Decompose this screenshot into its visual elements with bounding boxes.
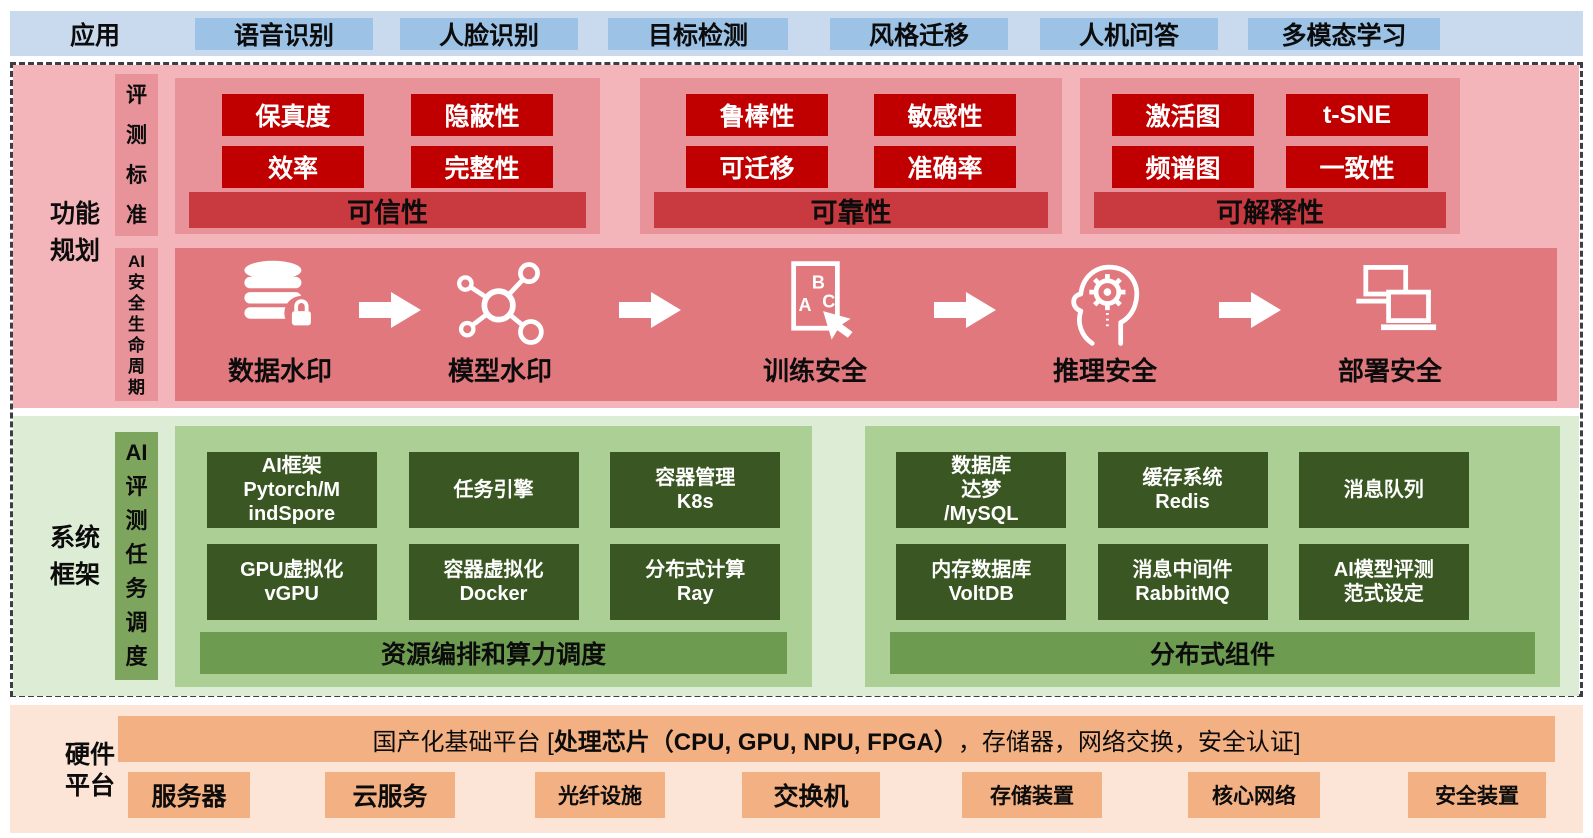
hw-item-server: 服务器: [128, 772, 250, 818]
evaluation-criteria-strip: 评 测 标 准: [115, 74, 158, 236]
lifecycle-step-model-watermark: 模型水印: [415, 256, 585, 398]
criterion-box: 可迁移: [686, 146, 828, 188]
system-panel-bar: 资源编排和算力调度: [200, 632, 787, 674]
system-box: 任务引擎: [408, 452, 579, 528]
system-row: AI框架 Pytorch/M indSpore 任务引擎 容器管理 K8s: [175, 452, 812, 528]
criteria-row: 效率 完整性: [175, 146, 600, 188]
database-lock-icon: [243, 260, 318, 331]
lifecycle-step-label: 数据水印: [227, 356, 332, 386]
inference-head-gear-icon: [1070, 264, 1139, 346]
lifecycle-step-label: 训练安全: [762, 356, 867, 386]
system-box: GPU虚拟化 vGPU: [206, 544, 377, 620]
system-box: 容器虚拟化 Docker: [408, 544, 579, 620]
flow-arrow-icon: [359, 292, 421, 328]
criterion-box: 保真度: [222, 94, 364, 136]
app-item-multimodal-learning: 多模态学习: [1248, 18, 1440, 50]
ai-security-lifecycle-strip: AI 安 全 生 命 周 期: [115, 248, 158, 401]
lifecycle-step-label: 推理安全: [1052, 356, 1157, 386]
criterion-box: 激活图: [1112, 94, 1254, 136]
criteria-panel-trustworthiness: 保真度 隐蔽性 效率 完整性 可信性: [175, 78, 600, 234]
hw-item-core-network: 核心网络: [1188, 772, 1320, 818]
platform-bar-prefix: 国产化基础平台 [: [372, 728, 554, 756]
flow-arrow-icon: [1219, 292, 1281, 328]
criterion-box: 准确率: [874, 146, 1016, 188]
platform-bar-chips: 处理芯片（CPU, GPU, NPU, FPGA）: [553, 728, 958, 756]
lifecycle-band: 数据水印 模型水印: [175, 248, 1557, 401]
application-label: 应用: [69, 21, 120, 50]
system-row: 内存数据库 VoltDB 消息中间件 RabbitMQ AI模型评测 范式设定: [865, 544, 1560, 620]
criteria-row: 保真度 隐蔽性: [175, 94, 600, 136]
hardware-platform-label: 硬件 平台: [64, 741, 115, 800]
criteria-category-bar: 可靠性: [654, 192, 1048, 228]
ai-eval-task-scheduling-strip: AI 评 测 任 务 调 度: [115, 432, 158, 680]
system-box: AI模型评测 范式设定: [1298, 544, 1469, 620]
system-box: 消息中间件 RabbitMQ: [1097, 544, 1268, 620]
lifecycle-step-deployment-security: 部署安全: [1305, 256, 1475, 398]
lifecycle-step-data-watermark: 数据水印: [195, 256, 365, 398]
criterion-box: 隐蔽性: [411, 94, 553, 136]
system-framework-label: 系统 框架: [49, 524, 100, 589]
application-band: 应用 语音识别 人脸识别 目标检测 风格迁移 人机问答 多模态学习: [10, 11, 1583, 56]
function-planning-label: 功能 规划: [49, 200, 100, 265]
system-box: 分布式计算 Ray: [610, 544, 781, 620]
hw-item-storage-device: 存储装置: [962, 772, 1102, 818]
domestic-platform-bar: 国产化基础平台 [处理芯片（CPU, GPU, NPU, FPGA），存储器，网…: [118, 716, 1555, 762]
hw-item-security-device: 安全装置: [1408, 772, 1546, 818]
platform-bar-suffix: ，存储器，网络交换，安全认证]: [957, 728, 1301, 756]
system-box: 消息队列: [1298, 452, 1469, 528]
criterion-box: 频谱图: [1112, 146, 1254, 188]
system-box: 数据库 达梦 /MySQL: [896, 452, 1067, 528]
system-row: GPU虚拟化 vGPU 容器虚拟化 Docker 分布式计算 Ray: [175, 544, 812, 620]
deployment-devices-icon: [1355, 265, 1436, 331]
hw-item-cloud-service: 云服务: [325, 772, 455, 818]
criterion-box: t-SNE: [1286, 94, 1428, 136]
hw-item-fiber-facility: 光纤设施: [535, 772, 665, 818]
flow-arrow-icon: [934, 292, 996, 328]
system-box: 内存数据库 VoltDB: [896, 544, 1067, 620]
criterion-box: 一致性: [1286, 146, 1428, 188]
hw-item-switch: 交换机: [742, 772, 880, 818]
resource-scheduling-panel: AI框架 Pytorch/M indSpore 任务引擎 容器管理 K8s GP…: [175, 426, 812, 687]
model-network-icon: [456, 262, 544, 345]
app-item-style-transfer: 风格迁移: [830, 18, 1008, 50]
lifecycle-step-label: 模型水印: [447, 356, 552, 386]
system-row: 数据库 达梦 /MySQL 缓存系统 Redis 消息队列: [865, 452, 1560, 528]
criteria-row: 鲁棒性 敏感性: [640, 94, 1062, 136]
criteria-category-bar: 可解释性: [1094, 192, 1446, 228]
app-item-human-machine-qa: 人机问答: [1040, 18, 1218, 50]
criterion-box: 完整性: [411, 146, 553, 188]
criterion-box: 鲁棒性: [686, 94, 828, 136]
lifecycle-step-training-security: B A C 训练安全: [730, 256, 900, 398]
criterion-box: 效率: [222, 146, 364, 188]
svg-text:B: B: [811, 272, 824, 292]
system-panel-bar: 分布式组件: [890, 632, 1535, 674]
flow-arrow-icon: [619, 292, 681, 328]
svg-text:C: C: [822, 291, 835, 311]
criterion-box: 敏感性: [874, 94, 1016, 136]
distributed-components-panel: 数据库 达梦 /MySQL 缓存系统 Redis 消息队列 内存数据库 Volt…: [865, 426, 1560, 687]
app-item-face-recognition: 人脸识别: [400, 18, 578, 50]
svg-text:A: A: [798, 295, 811, 315]
system-box: 缓存系统 Redis: [1097, 452, 1268, 528]
training-doc-icon: B A C: [790, 261, 853, 340]
criteria-row: 激活图 t-SNE: [1080, 94, 1460, 136]
system-box: AI框架 Pytorch/M indSpore: [206, 452, 377, 528]
criteria-row: 可迁移 准确率: [640, 146, 1062, 188]
criteria-row: 频谱图 一致性: [1080, 146, 1460, 188]
criteria-category-bar: 可信性: [189, 192, 586, 228]
lifecycle-step-inference-security: 推理安全: [1020, 256, 1190, 398]
app-item-object-detection: 目标检测: [608, 18, 788, 50]
system-box: 容器管理 K8s: [610, 452, 781, 528]
lifecycle-step-label: 部署安全: [1337, 356, 1442, 386]
app-item-speech-recognition: 语音识别: [195, 18, 373, 50]
criteria-panel-reliability: 鲁棒性 敏感性 可迁移 准确率 可靠性: [640, 78, 1062, 234]
criteria-panel-interpretability: 激活图 t-SNE 频谱图 一致性 可解释性: [1080, 78, 1460, 234]
